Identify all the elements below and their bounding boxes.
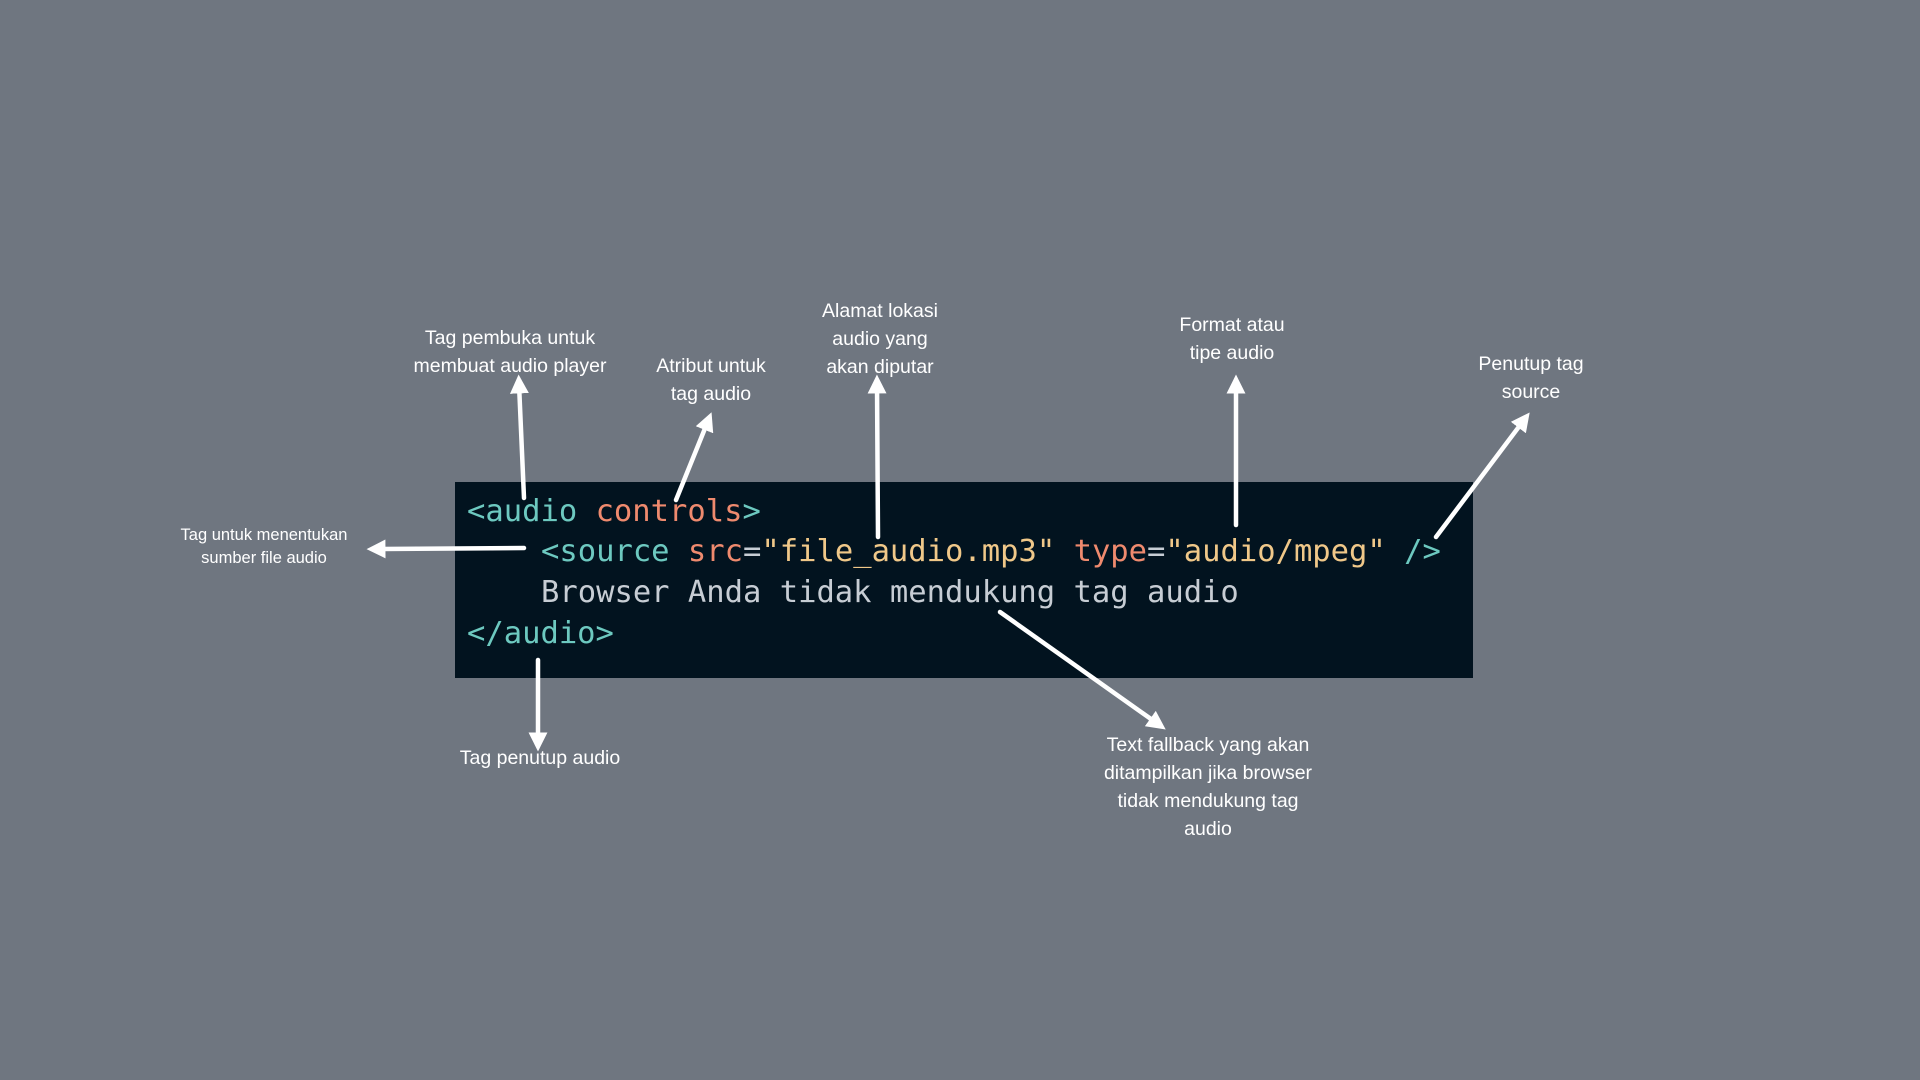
code-line-audio-close: </audio> <box>467 614 614 654</box>
controls-attribute: controls <box>595 494 743 529</box>
annotation-source-close: Penutup tag source <box>1478 353 1584 403</box>
type-equals: = <box>1147 534 1166 569</box>
annotation-closing-tag: Tag penutup audio <box>459 747 621 769</box>
annotation-src-location: Alamat lokasi audio yang akan diputar <box>822 300 938 378</box>
src-attribute: src <box>687 534 744 569</box>
type-value: "audio/mpeg" <box>1165 534 1386 569</box>
arrow-source-close <box>1433 412 1530 540</box>
src-value: "file_audio.mp3" <box>761 534 1056 569</box>
code-line-fallback: Browser Anda tidak mendukung tag audio <box>541 573 1239 613</box>
source-open-tag: <source <box>541 534 670 569</box>
annotation-source-tag: Tag untuk menentukan sumber file audio <box>180 526 348 567</box>
source-self-close: /> <box>1404 534 1441 569</box>
src-equals: = <box>743 534 762 569</box>
arrow-controls-attr <box>673 412 714 503</box>
arrow-fallback-text <box>997 609 1166 730</box>
annotation-controls-attr: Atribut untuk tag audio <box>656 355 766 405</box>
annotation-fallback-text: Text fallback yang akan ditampilkan jika… <box>1103 734 1313 840</box>
annotation-type-format: Format atau tipe audio <box>1179 314 1285 364</box>
code-line-source: <source src="file_audio.mp3" type="audio… <box>541 532 1441 572</box>
fallback-text: Browser Anda tidak mendukung tag audio <box>541 575 1239 610</box>
annotation-opening-tag: Tag pembuka untuk membuat audio player <box>413 327 607 377</box>
audio-close-tag: </audio> <box>467 616 614 651</box>
code-line-audio-open: <audio controls> <box>467 492 761 532</box>
arrow-src-location <box>867 374 887 540</box>
type-attribute: type <box>1073 534 1148 569</box>
arrow-source-tag <box>366 539 527 559</box>
code-block: <audio controls> <source src="file_audio… <box>455 482 1473 678</box>
arrow-opening-tag <box>509 374 529 501</box>
audio-open-tag-close: > <box>742 494 761 529</box>
audio-open-tag: <audio <box>467 494 578 529</box>
